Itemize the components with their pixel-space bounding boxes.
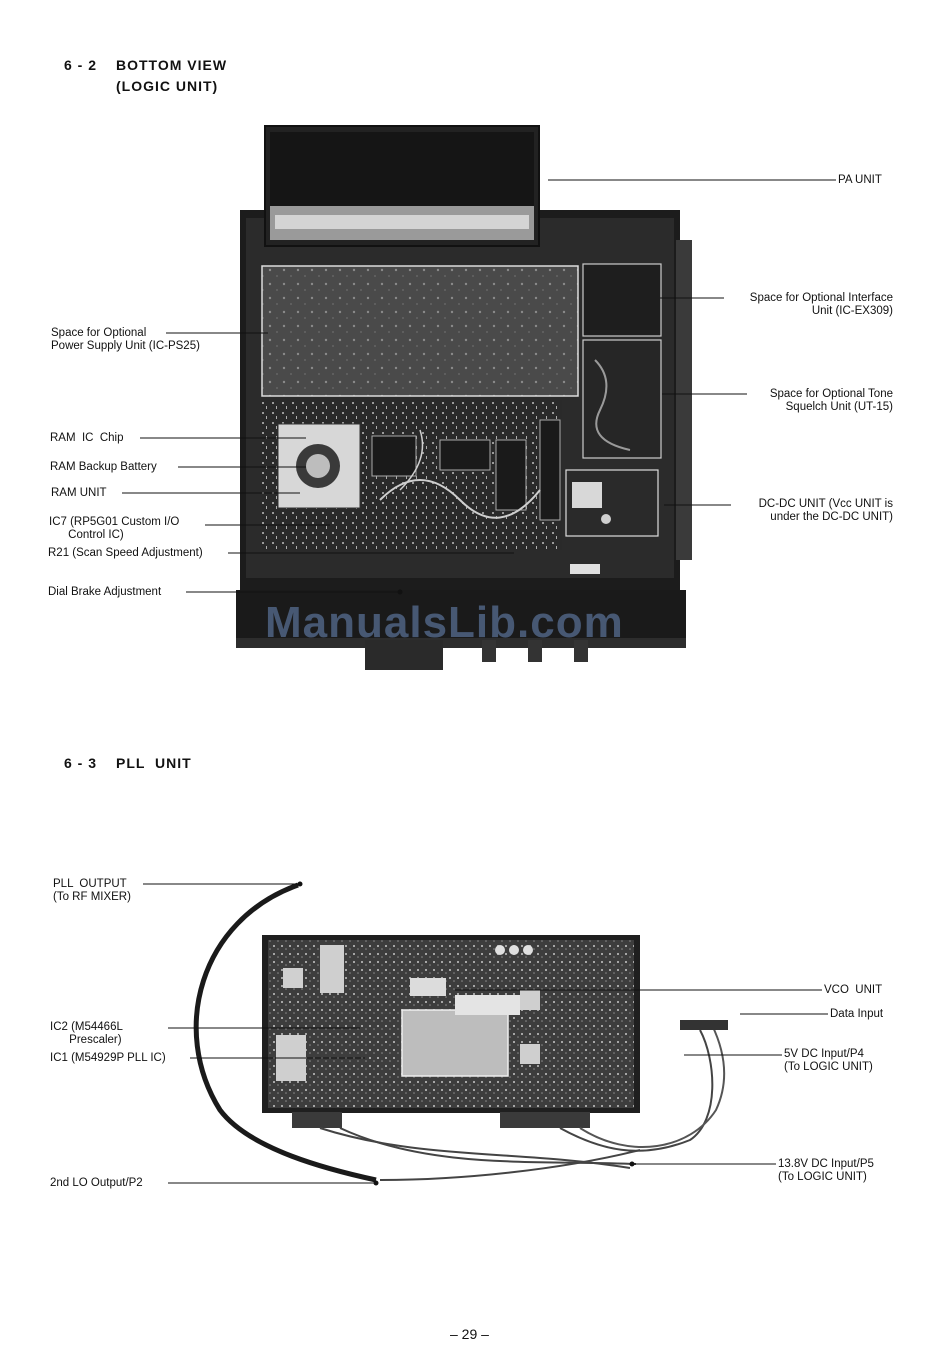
label-dcdc-unit: DC-DC UNIT (Vcc UNIT is under the DC-DC …	[758, 498, 893, 523]
label-r21: R21 (Scan Speed Adjustment)	[48, 547, 203, 559]
label-pll-output: PLL OUTPUT (To RF MIXER)	[53, 878, 131, 903]
section-6-2-title: BOTTOM VIEW	[116, 57, 228, 73]
label-tone-squelch-space: Space for Optional Tone Squelch Unit (UT…	[769, 388, 893, 413]
label-pa-unit: PA UNIT	[838, 174, 882, 186]
label-dial-brake: Dial Brake Adjustment	[48, 586, 162, 598]
section-6-3-number: 6 - 3	[64, 755, 98, 771]
label-vco-unit: VCO UNIT	[824, 984, 883, 996]
label-ic7: IC7 (RP5G01 Custom I/O Control IC)	[49, 516, 180, 541]
label-13v8-dc-input: 13.8V DC Input/P5 (To LOGIC UNIT)	[778, 1158, 874, 1183]
section-6-2-number: 6 - 2	[64, 57, 98, 73]
page-number: – 29 –	[450, 1326, 489, 1342]
label-data-input: Data Input	[830, 1008, 884, 1020]
label-power-supply-space: Space for Optional Power Supply Unit (IC…	[51, 327, 200, 352]
label-interface-space: Space for Optional Interface Unit (IC-EX…	[749, 292, 893, 317]
label-ic1: IC1 (M54929P PLL IC)	[50, 1052, 166, 1064]
label-ic2: IC2 (M54466L Prescaler)	[50, 1021, 123, 1046]
label-ram-unit: RAM UNIT	[51, 487, 107, 499]
label-5v-dc-input: 5V DC Input/P4 (To LOGIC UNIT)	[784, 1048, 873, 1073]
section-6-2-subtitle: (LOGIC UNIT)	[116, 78, 219, 94]
section-6-3-title: PLL UNIT	[116, 755, 192, 771]
label-ram-battery: RAM Backup Battery	[50, 461, 157, 473]
label-ram-chip: RAM IC Chip	[50, 432, 124, 444]
watermark: ManualsLib.com	[265, 598, 624, 647]
label-second-lo-output: 2nd LO Output/P2	[50, 1177, 143, 1189]
